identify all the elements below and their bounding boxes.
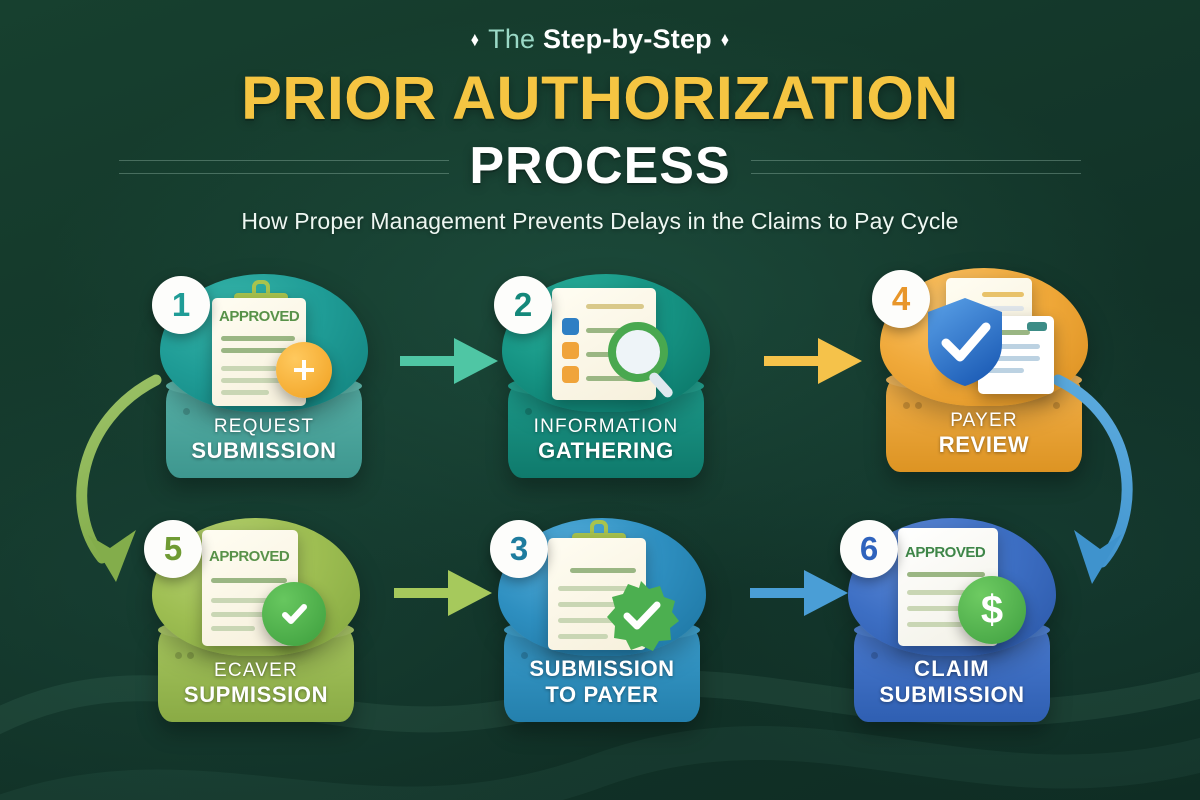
doc-line <box>586 328 644 333</box>
document-stamp-text: APPROVED <box>219 308 300 325</box>
title-rule-left <box>119 149 450 183</box>
doc-line <box>221 366 277 371</box>
checkbox-icon <box>562 342 579 359</box>
magnifier-icon <box>608 322 673 398</box>
page-title-line1: PRIOR AUTHORIZATION <box>241 64 959 132</box>
curved-arrow-step4-to-step6 <box>1052 374 1133 584</box>
clipboard-ring-icon <box>252 280 270 296</box>
step-number-badge: 6 <box>840 520 898 578</box>
clipboard-ring-icon <box>590 520 608 536</box>
doc-line <box>586 376 636 381</box>
doc-line <box>221 390 269 395</box>
doc-line <box>558 618 628 623</box>
clipboard-verified-icon <box>540 520 679 652</box>
page-title-line2-row: PROCESS <box>0 140 1200 192</box>
pedestal-dot <box>525 408 532 415</box>
doc-line <box>211 598 275 603</box>
pedestal-dot <box>1053 402 1060 409</box>
step-number: 4 <box>891 280 911 317</box>
step-number-badge: 4 <box>872 270 930 328</box>
doc-line <box>586 304 644 309</box>
pedestal-dot <box>175 652 182 659</box>
step-number: 2 <box>513 286 533 323</box>
bullet-diamond-left-icon: ♦ <box>470 29 480 51</box>
step-number: 6 <box>859 530 879 567</box>
step-card-payer-review[interactable]: PAYER REVIEW 4 <box>868 262 1100 472</box>
shield-check-documents-icon <box>916 272 1064 404</box>
step-number: 1 <box>171 286 191 323</box>
title-rule-right <box>750 149 1081 183</box>
step-number-badge: 2 <box>494 276 552 334</box>
doc-tab-icon <box>1027 322 1047 331</box>
doc-line <box>570 568 636 573</box>
plus-badge-icon <box>276 342 332 398</box>
pedestal-dot <box>183 408 190 415</box>
checkbox-icon <box>562 366 579 383</box>
doc-line <box>558 634 608 639</box>
clipboard-plus-icon: APPROVED <box>204 280 334 408</box>
bullet-diamond-right-icon: ♦ <box>720 29 730 51</box>
step-number-badge: 1 <box>152 276 210 334</box>
document-stamp-text: APPROVED <box>905 544 986 561</box>
doc-line <box>211 578 287 583</box>
doc-line <box>221 348 295 353</box>
step-card-claim-submission[interactable]: APPROVED $ CLAIM SUBMISSION 6 <box>836 512 1068 722</box>
doc-line <box>558 586 636 591</box>
document-check-icon: APPROVED <box>198 526 332 652</box>
arrow-step5-to-step3 <box>394 570 492 616</box>
curved-arrow-step1-to-step5 <box>76 374 162 582</box>
step-card-ecaver-supmission[interactable]: APPROVED ECAVER SUPMISSION 5 <box>140 512 372 722</box>
pedestal-dot <box>187 652 194 659</box>
doc-line <box>907 606 981 611</box>
page-title-line2: PROCESS <box>469 137 731 195</box>
doc-line <box>907 572 985 577</box>
step-number-badge: 3 <box>490 520 548 578</box>
arrow-step2-to-step4 <box>764 338 862 384</box>
document-stamp-text: APPROVED <box>209 548 290 565</box>
doc-line <box>982 306 1024 311</box>
page-subtitle: How Proper Management Prevents Delays in… <box>241 208 959 234</box>
doc-line <box>221 378 287 383</box>
checklist-magnifier-icon <box>546 282 686 406</box>
step-number-badge: 5 <box>144 520 202 578</box>
pedestal-dot <box>521 652 528 659</box>
doc-line <box>907 590 975 595</box>
step-number: 5 <box>163 530 183 567</box>
arrow-step1-to-step2 <box>400 338 498 384</box>
shield-check-icon <box>928 298 1002 386</box>
pedestal-dot <box>871 652 878 659</box>
arrow-step3-to-step6 <box>750 570 848 616</box>
check-circle-icon <box>262 582 326 646</box>
doc-line <box>986 344 1040 349</box>
dollar-coin-icon: $ <box>958 576 1026 644</box>
step-number: 3 <box>509 530 529 567</box>
approved-dollar-icon: APPROVED $ <box>892 524 1028 652</box>
doc-line <box>986 368 1024 373</box>
header: ♦ The Step-by-Step ♦ PRIOR AUTHORIZATION P… <box>0 0 1200 235</box>
pedestal-dot <box>915 402 922 409</box>
step-card-submission-to-payer[interactable]: SUBMISSION TO PAYER 3 <box>486 512 718 722</box>
eyebrow-prefix: The <box>488 24 536 54</box>
doc-line <box>558 602 620 607</box>
doc-line <box>211 626 255 631</box>
doc-line <box>221 336 295 341</box>
doc-line <box>986 330 1030 335</box>
verified-starburst-icon <box>607 581 679 651</box>
checkbox-icon <box>562 318 579 335</box>
pedestal-dot <box>903 402 910 409</box>
doc-line <box>907 622 963 627</box>
step-card-information-gathering[interactable]: INFORMATION GATHERING 2 <box>490 268 722 478</box>
eyebrow: ♦ The Step-by-Step ♦ <box>0 26 1200 53</box>
doc-line <box>986 356 1040 361</box>
doc-line <box>211 612 265 617</box>
doc-line <box>982 292 1024 297</box>
dollar-glyph: $ <box>980 588 1004 632</box>
eyebrow-emphasis: Step-by-Step <box>542 24 712 54</box>
